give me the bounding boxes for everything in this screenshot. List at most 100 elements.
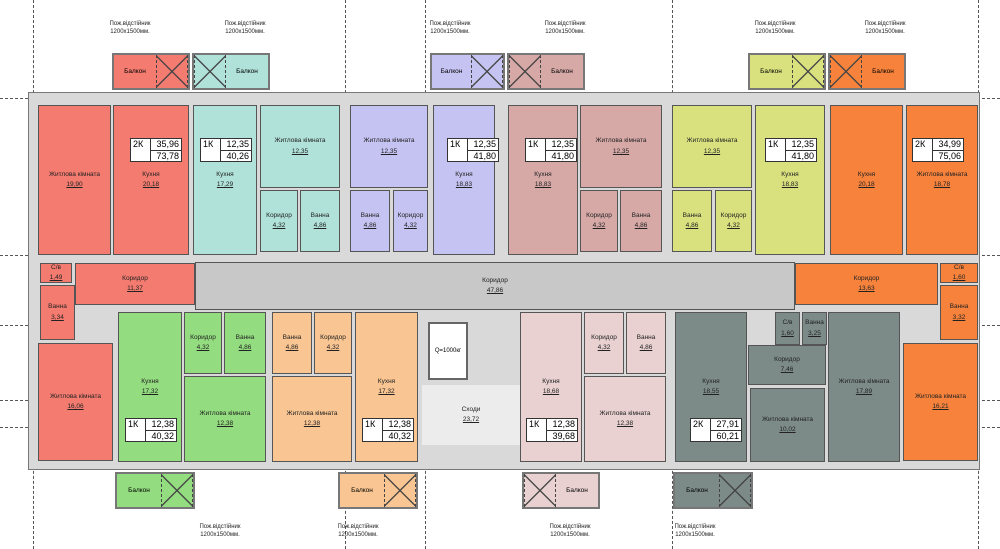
apartment-living: 27,91 xyxy=(711,419,741,431)
balcony: Балкон xyxy=(115,472,195,509)
room-area: 16,21 xyxy=(932,403,949,410)
balcony-label: Балкон xyxy=(128,487,150,494)
apartment-living: 34,99 xyxy=(933,139,963,151)
room-name: Ванна xyxy=(805,319,824,327)
room: Житлова кімната 17,89 xyxy=(828,312,900,462)
room-name: Житлова кімната xyxy=(916,170,968,178)
room-name: Коридор xyxy=(853,274,880,282)
room-name: Кухня xyxy=(377,377,396,385)
fire-refuge-text: 1200х1500мм. xyxy=(225,29,265,35)
room-name: Кухня xyxy=(141,377,159,385)
room: Житлова кімната 12,38 xyxy=(184,376,266,462)
room-area: 18,78 xyxy=(933,181,951,188)
room-name: Коридор xyxy=(774,355,800,363)
room-area: 13,63 xyxy=(858,285,875,292)
balcony: Балкон xyxy=(192,53,270,90)
room-name: Житлова кімната xyxy=(838,377,890,385)
room: Ванна 3,34 xyxy=(40,285,75,340)
apartment-total: 75,06 xyxy=(938,151,961,161)
room-area: 18,83 xyxy=(455,181,473,188)
room-area: 12,38 xyxy=(216,420,234,427)
fire-refuge-cross-icon xyxy=(156,55,188,88)
room-area: 12,38 xyxy=(616,420,634,427)
fire-refuge-text: Пож.відстійник xyxy=(549,524,591,530)
room: Ванна 4,86 xyxy=(224,312,266,374)
room-name: Кухня xyxy=(542,377,560,385)
room-name: Ванна xyxy=(310,211,330,219)
room-name: Коридор xyxy=(482,276,508,284)
room-area: 4,86 xyxy=(238,344,252,351)
fire-refuge-text: 1200х1500мм. xyxy=(338,532,378,538)
room-name: Коридор xyxy=(320,333,346,341)
room-name: Ванна xyxy=(235,333,255,341)
room-area: 4,32 xyxy=(597,344,611,351)
balcony-label: Балкон xyxy=(760,68,782,75)
balcony-label: Балкон xyxy=(551,68,573,75)
apartment-type: 2К xyxy=(131,139,151,162)
apartment-type: 1К xyxy=(126,419,146,442)
room-name: Ванна xyxy=(282,333,302,341)
room-area: 17,89 xyxy=(855,388,873,395)
balcony: Балкон xyxy=(748,53,826,90)
fire-refuge-cross-icon xyxy=(524,474,556,507)
room-area: 4,32 xyxy=(196,344,210,351)
room-name: Житлова кімната xyxy=(914,392,967,400)
room-area: 4,86 xyxy=(634,222,648,229)
room-area: 4,86 xyxy=(685,222,699,229)
fire-refuge-text: Пож.відстійник xyxy=(224,21,266,27)
room-area: 20,18 xyxy=(142,181,160,188)
fire-refuge-text: Пож.відстійник xyxy=(429,21,471,27)
room-area: 4,86 xyxy=(363,222,377,229)
room-area: 17,32 xyxy=(378,388,395,395)
fire-refuge-text: 1200х1500мм. xyxy=(755,29,795,35)
room-name: Коридор xyxy=(122,274,148,282)
balcony: Балкон xyxy=(522,472,600,509)
room-name: Ванна xyxy=(48,303,67,311)
room-name: С/в xyxy=(782,319,793,327)
room-name: Ванна xyxy=(636,333,656,341)
room-area: 18,83 xyxy=(781,181,799,188)
room-area: 4,32 xyxy=(592,222,606,229)
room-area: 4,32 xyxy=(404,222,417,229)
fire-refuge-cross-icon xyxy=(471,55,503,88)
room-area: 16,06 xyxy=(67,403,84,410)
apartment-total: 73,78 xyxy=(156,151,179,161)
fire-refuge-text: Пож.відстійник xyxy=(674,524,716,530)
fire-refuge-cross-icon xyxy=(384,474,416,507)
apartment-total: 39,68 xyxy=(552,431,575,441)
balcony-label: Балкон xyxy=(236,68,258,75)
room-name: Кухня xyxy=(857,170,876,178)
room-name: Кухня xyxy=(455,170,473,178)
room-name: Кухня xyxy=(781,170,799,178)
room-name: Коридор xyxy=(591,333,617,341)
room-name: Ванна xyxy=(682,211,702,219)
room-area: 1,60 xyxy=(952,274,966,281)
room-name: Житлова кімната xyxy=(199,409,251,417)
room-name: Коридор xyxy=(190,333,216,341)
apartment-living: 35,96 xyxy=(151,139,181,151)
room-area: 3,34 xyxy=(51,313,64,321)
fire-refuge-note: Пож.відстійник 1200х1500мм. xyxy=(205,20,285,36)
balcony: Балкон xyxy=(338,472,418,509)
